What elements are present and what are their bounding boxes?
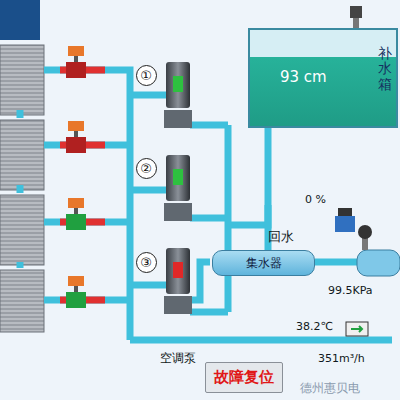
pump-group-name: 空调泵 bbox=[160, 350, 196, 367]
return-water: 回水 bbox=[268, 228, 294, 246]
pumps bbox=[164, 62, 192, 314]
watermark: 德州惠贝电 bbox=[300, 380, 360, 397]
pressure-gauge bbox=[358, 225, 372, 250]
corner-band bbox=[0, 0, 40, 40]
pressure-value: 99.5KPa bbox=[328, 284, 373, 297]
flow-meter bbox=[346, 322, 368, 336]
flow-value: 351m³/h bbox=[318, 352, 365, 365]
collector-name: 集水器 bbox=[246, 255, 282, 272]
callout-number: ② bbox=[140, 161, 152, 176]
pump-number: ② bbox=[136, 158, 157, 179]
callout-number: ③ bbox=[140, 255, 152, 270]
pump-number: ① bbox=[136, 65, 157, 86]
button-label: 故障复位 bbox=[214, 368, 274, 387]
tank-name: 补水箱 bbox=[378, 46, 392, 92]
callout-number: ① bbox=[140, 68, 152, 83]
ac-units bbox=[0, 45, 44, 332]
valve-opening: 0 % bbox=[305, 193, 326, 206]
level-reading: 93 cm bbox=[280, 68, 327, 86]
pump-number: ③ bbox=[136, 252, 157, 273]
valves bbox=[66, 46, 355, 308]
water-tank: 93 cm 补水箱 bbox=[248, 28, 398, 128]
reset-button: 故障复位 bbox=[205, 362, 283, 393]
collector: 集水器 bbox=[212, 250, 315, 276]
collector-right bbox=[357, 250, 400, 276]
temperature-value: 38.2℃ bbox=[296, 320, 333, 333]
hot-pipe-segments bbox=[60, 70, 105, 300]
